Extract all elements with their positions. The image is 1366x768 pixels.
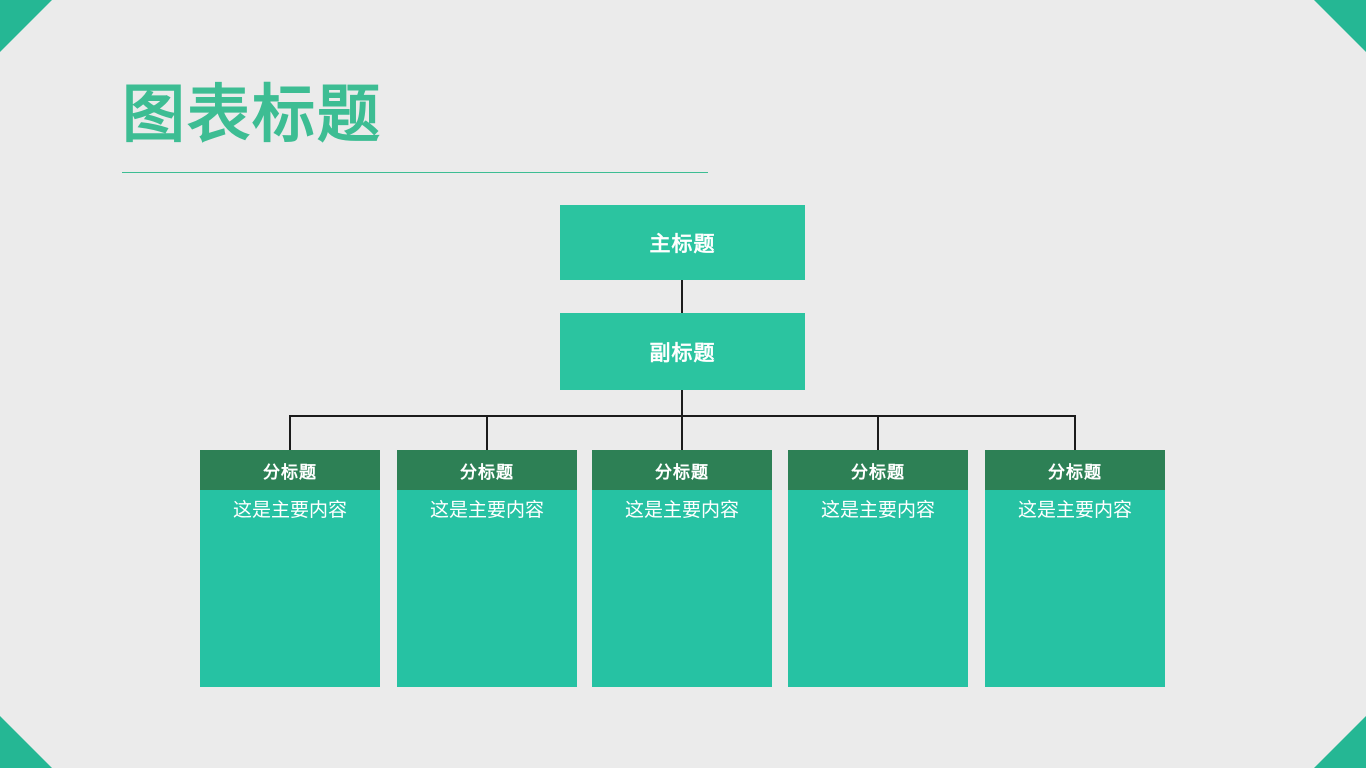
- leaf-card-3-body: 这是主要内容: [624, 500, 739, 521]
- connector-drop-5: [1074, 415, 1076, 451]
- corner-triangle-top-left-icon: [0, 0, 52, 52]
- corner-triangle-bottom-right-icon: [1314, 716, 1366, 768]
- connector-drop-3: [681, 415, 683, 451]
- connector-drop-1: [289, 415, 291, 451]
- node-main-title-label: 主标题: [649, 232, 716, 256]
- title-block: 图表标题: [122, 78, 722, 152]
- leaf-card-2-header: 分标题: [397, 450, 577, 490]
- page-title: 图表标题: [122, 80, 382, 150]
- leaf-card-5-header: 分标题: [985, 450, 1165, 490]
- leaf-card-4[interactable]: 分标题 这是主要内容: [788, 450, 968, 687]
- leaf-card-3[interactable]: 分标题 这是主要内容: [592, 450, 772, 687]
- corner-triangle-top-right-icon: [1314, 0, 1366, 52]
- leaf-card-2-header-label: 分标题: [460, 462, 514, 482]
- title-underline-rule: [122, 172, 708, 173]
- node-main-title[interactable]: 主标题: [560, 205, 805, 280]
- leaf-card-1[interactable]: 分标题 这是主要内容: [200, 450, 380, 687]
- leaf-card-5-body: 这是主要内容: [1017, 500, 1132, 521]
- leaf-card-3-header: 分标题: [592, 450, 772, 490]
- connector-drop-2: [486, 415, 488, 451]
- leaf-card-4-header-label: 分标题: [851, 462, 905, 482]
- leaf-card-1-header-label: 分标题: [263, 462, 317, 482]
- leaf-card-1-body: 这是主要内容: [232, 500, 347, 521]
- connector-root-to-subroot: [681, 280, 683, 313]
- node-sub-title-label: 副标题: [649, 341, 716, 365]
- leaf-card-1-header: 分标题: [200, 450, 380, 490]
- leaf-card-5-header-label: 分标题: [1048, 462, 1102, 482]
- connector-subroot-stem: [681, 390, 683, 416]
- leaf-card-3-header-label: 分标题: [655, 462, 709, 482]
- leaf-card-5[interactable]: 分标题 这是主要内容: [985, 450, 1165, 687]
- node-sub-title[interactable]: 副标题: [560, 313, 805, 390]
- leaf-card-4-body: 这是主要内容: [820, 500, 935, 521]
- connector-drop-4: [877, 415, 879, 451]
- leaf-card-2-body: 这是主要内容: [429, 500, 544, 521]
- leaf-card-4-header: 分标题: [788, 450, 968, 490]
- corner-triangle-bottom-left-icon: [0, 716, 52, 768]
- leaf-card-2[interactable]: 分标题 这是主要内容: [397, 450, 577, 687]
